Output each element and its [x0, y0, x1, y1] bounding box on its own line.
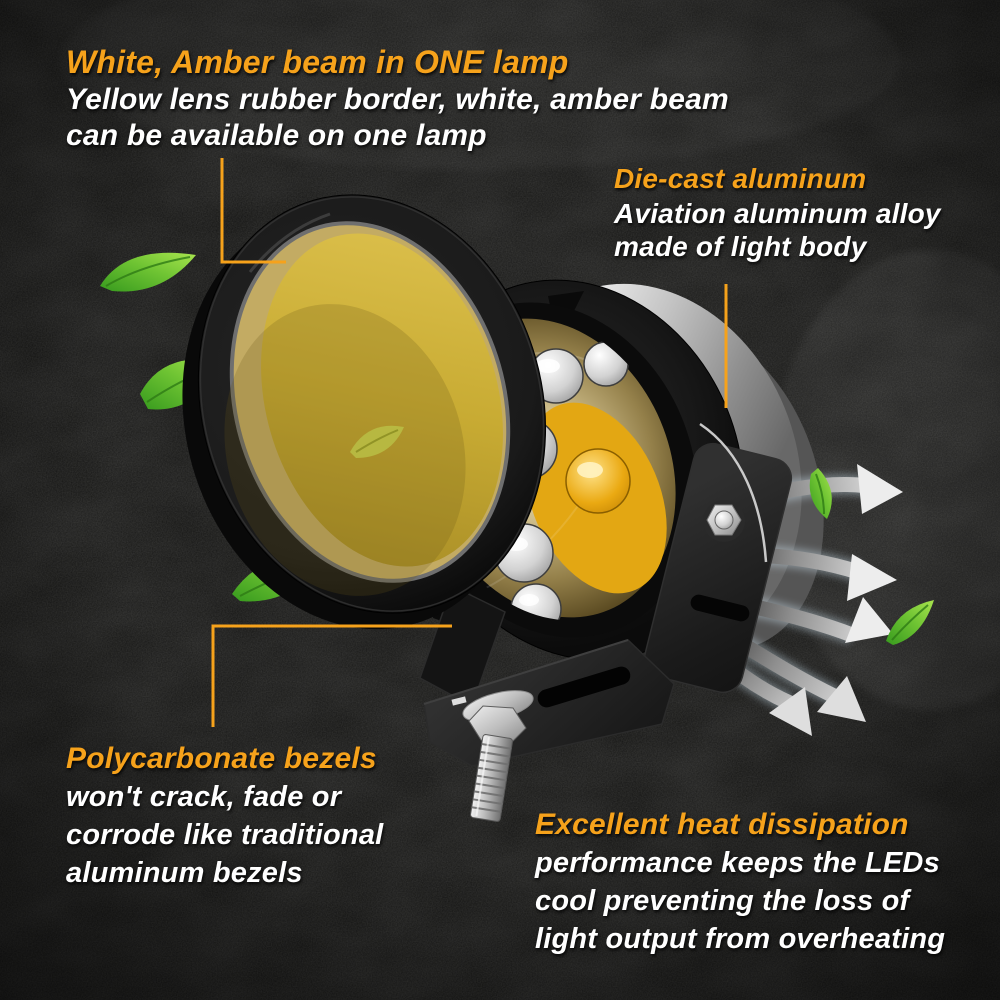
callout-line [211, 158, 728, 727]
amber-lens-cover [182, 194, 547, 630]
hex-bolt [703, 500, 745, 542]
leaf-icon [809, 468, 832, 519]
mounting-bracket [419, 422, 793, 822]
annotation-heat-heading: Excellent heat dissipation [535, 808, 909, 841]
annotation-bezel-line: corrode like traditional [66, 819, 384, 851]
annotation-heat-line: light output from overheating [535, 923, 946, 955]
leaf-icon [100, 252, 196, 292]
annotation-bezel-line: won't crack, fade or [66, 781, 342, 813]
hex-bolt [451, 690, 534, 822]
annotation-bezel-heading: Polycarbonate bezels [66, 742, 377, 775]
annotation-heat-line: cool preventing the loss of [535, 885, 910, 917]
annotation-bezel: Polycarbonate bezels won't crack, fade o… [66, 740, 383, 892]
annotation-aluminum-line: made of light body [614, 231, 867, 262]
annotation-beam: White, Amber beam in ONE lamp Yellow len… [66, 44, 729, 154]
leaf-icon [350, 425, 404, 458]
annotation-heat: Excellent heat dissipation performance k… [535, 806, 945, 958]
annotation-beam-line: Yellow lens rubber border, white, amber … [66, 83, 729, 116]
annotation-beam-line: can be available on one lamp [66, 119, 487, 152]
annotation-aluminum-heading: Die-cast aluminum [614, 163, 867, 194]
annotation-aluminum-line: Aviation aluminum alloy [614, 198, 941, 229]
annotation-aluminum: Die-cast aluminum Aviation aluminum allo… [614, 162, 941, 263]
annotation-bezel-line: aluminum bezels [66, 857, 303, 889]
annotation-heat-line: performance keeps the LEDs [535, 847, 940, 879]
leaf-icon [886, 600, 934, 645]
annotation-beam-heading: White, Amber beam in ONE lamp [66, 44, 569, 80]
